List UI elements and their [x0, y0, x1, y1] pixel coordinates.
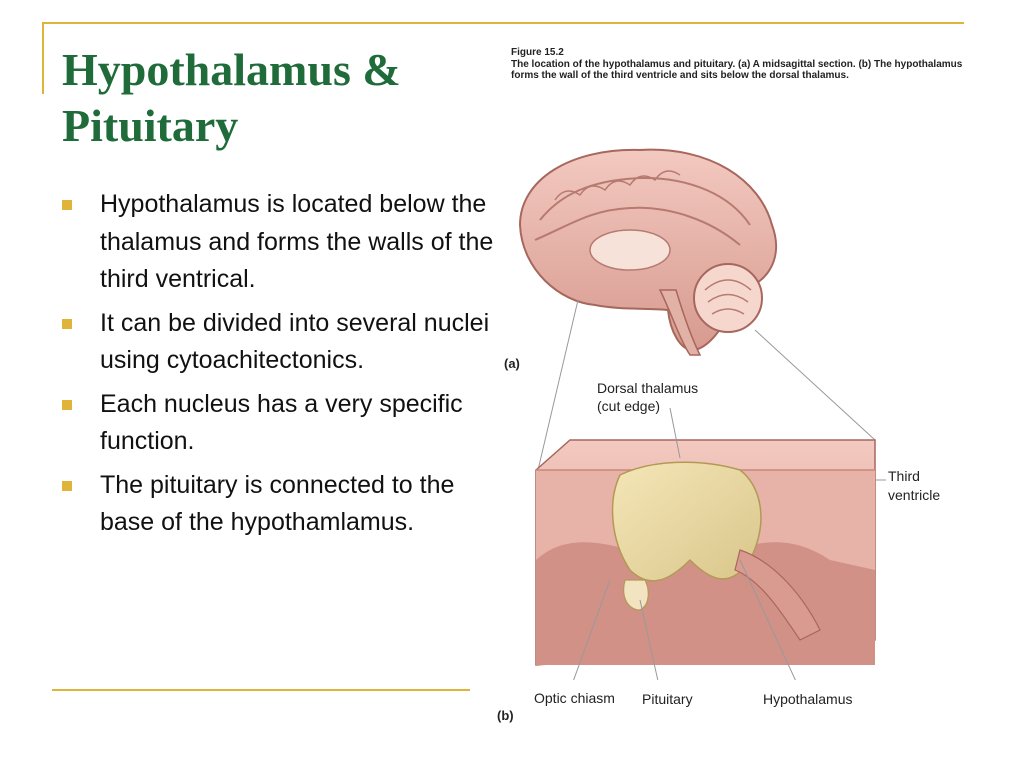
- bullet-square-icon: [62, 399, 72, 410]
- bullet-square-icon: [62, 480, 72, 491]
- bullet-text: The pituitary is connected to the base o…: [100, 470, 455, 537]
- panel-a-label: (a): [504, 356, 520, 371]
- brain-illustration: (a): [504, 148, 886, 680]
- bullet-item: Each nucleus has a very specific functio…: [62, 386, 502, 461]
- figure-caption-text: The location of the hypothalamus and pit…: [511, 58, 963, 82]
- left-rule: [42, 22, 44, 94]
- figure-caption: Figure 15.2 The location of the hypothal…: [511, 47, 971, 82]
- label-hypothalamus: Hypothalamus: [763, 691, 853, 707]
- label-third: Third: [888, 468, 920, 484]
- slide-title: Hypothalamus & Pituitary: [62, 44, 401, 151]
- panel-b-label: (b): [497, 708, 514, 723]
- bullet-item: The pituitary is connected to the base o…: [62, 467, 502, 542]
- bullet-square-icon: [62, 200, 72, 210]
- label-optic-chiasm: Optic chiasm: [534, 690, 615, 706]
- bullet-list: Hypothalamus is located below the thalam…: [62, 186, 502, 548]
- bullet-square-icon: [62, 318, 72, 329]
- label-pituitary: Pituitary: [642, 691, 693, 707]
- bullet-item: It can be divided into several nuclei us…: [62, 305, 502, 380]
- figure-number: Figure 15.2: [511, 47, 564, 58]
- hypothalamus-block-drawing: [535, 439, 876, 666]
- top-rule: [42, 22, 964, 24]
- bullet-item: Hypothalamus is located below the thalam…: [62, 186, 502, 299]
- bullet-text: Each nucleus has a very specific functio…: [100, 389, 463, 456]
- label-ventricle: ventricle: [888, 487, 941, 503]
- label-dorsal-thalamus: Dorsal thalamus: [597, 380, 699, 396]
- label-cut-edge: (cut edge): [597, 398, 661, 414]
- bottom-rule: [52, 689, 470, 691]
- bullet-text: Hypothalamus is located below the thalam…: [100, 190, 494, 293]
- brain-sagittal-drawing: [518, 148, 778, 356]
- bullet-text: It can be divided into several nuclei us…: [100, 308, 490, 375]
